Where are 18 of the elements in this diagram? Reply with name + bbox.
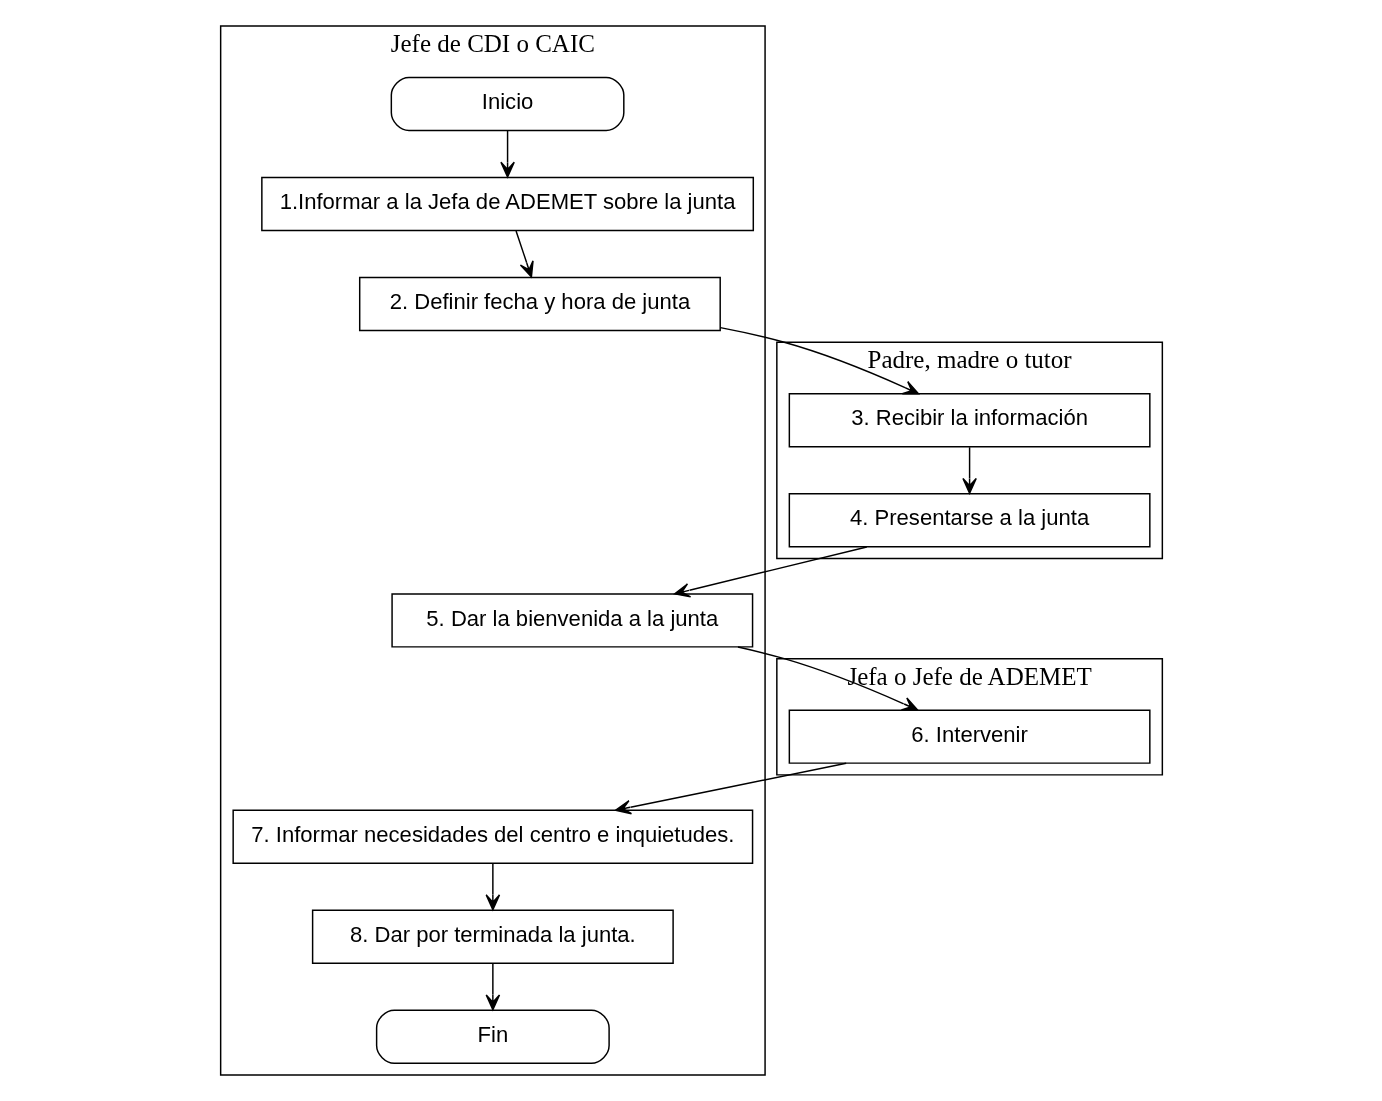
arrow <box>673 546 867 598</box>
arrow <box>485 963 500 1011</box>
node-box: 6. Intervenir <box>788 709 1151 764</box>
arrow <box>485 862 500 911</box>
node-box: 3. Recibir la información <box>788 393 1151 448</box>
node-box: 4. Presentarse a la junta <box>788 493 1151 548</box>
node-box: 5. Dar la bienvenida a la junta <box>390 593 753 648</box>
node-box: 2. Definir fecha y hora de junta <box>358 276 721 332</box>
node-box: 7. Informar necesidades del centro e inquietudes. <box>231 809 753 864</box>
arrow <box>719 326 919 395</box>
node-box: 8. Dar por terminada la junta. <box>311 909 674 964</box>
arrow <box>499 130 515 178</box>
arrow <box>514 230 534 278</box>
arrow <box>736 646 918 711</box>
node-box: Fin <box>375 1009 610 1064</box>
arrow <box>961 446 977 494</box>
node-box: 1.Informar a la Jefa de ADEMET sobre la junta <box>260 176 754 232</box>
node-box: Inicio <box>390 76 625 132</box>
